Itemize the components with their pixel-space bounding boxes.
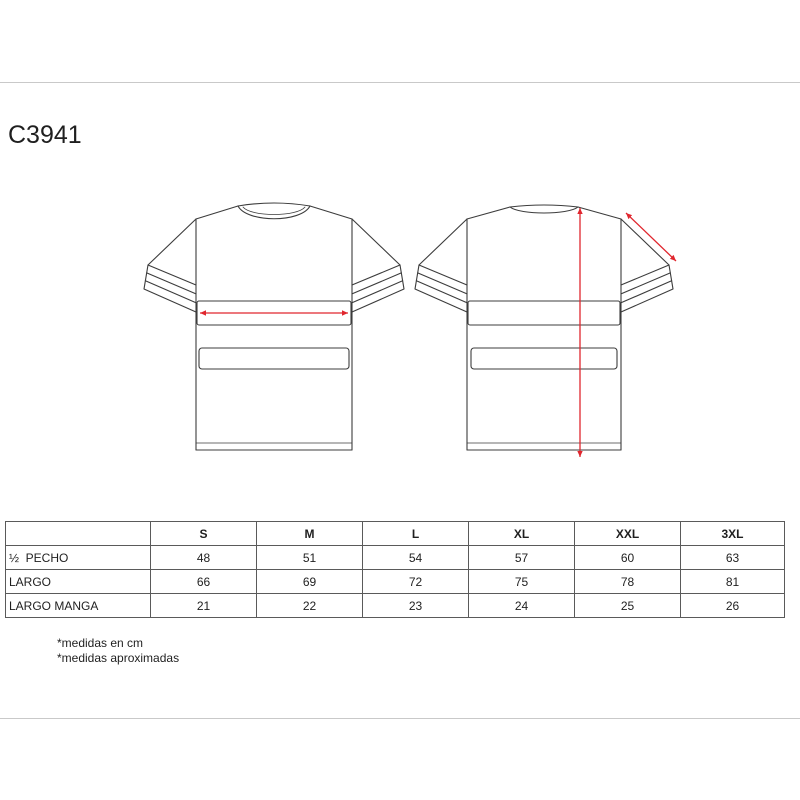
size-chart-table: S M L XL XXL 3XL ½ PECHO 48 51 54 57 60 … bbox=[5, 521, 785, 618]
header-size-xxl: XXL bbox=[574, 521, 681, 546]
product-code-title: C3941 bbox=[8, 121, 82, 149]
table-row-length: LARGO 66 69 72 75 78 81 bbox=[5, 569, 785, 594]
row-label: ½ PECHO bbox=[5, 545, 151, 570]
table-cell: 60 bbox=[574, 545, 681, 570]
sleeve-cuff-band-line bbox=[147, 264, 197, 286]
sleeve-reflective-stripe bbox=[415, 272, 468, 304]
table-cell: 57 bbox=[468, 545, 575, 570]
header-size-m: M bbox=[256, 521, 363, 546]
table-cell: 69 bbox=[256, 569, 363, 594]
table-cell: 66 bbox=[150, 569, 257, 594]
back-neckline bbox=[237, 202, 311, 207]
sleeve-length-measure-arrow bbox=[625, 212, 677, 262]
table-cell: 23 bbox=[362, 593, 469, 618]
table-cell: 26 bbox=[680, 593, 785, 618]
table-row-sleeve-length: LARGO MANGA 21 22 23 24 25 26 bbox=[5, 593, 785, 618]
body-sides bbox=[466, 218, 622, 451]
sleeve-outline bbox=[414, 218, 468, 313]
bottom-divider bbox=[0, 718, 800, 719]
table-cell: 22 bbox=[256, 593, 363, 618]
table-cell: 24 bbox=[468, 593, 575, 618]
top-divider bbox=[0, 82, 800, 83]
table-cell: 51 bbox=[256, 545, 363, 570]
table-cell: 63 bbox=[680, 545, 785, 570]
sleeve-cuff-band-line bbox=[351, 264, 401, 286]
sleeve-cuff-band-line bbox=[620, 264, 670, 286]
body-sides bbox=[195, 218, 353, 451]
row-label: LARGO MANGA bbox=[5, 593, 151, 618]
sleeve-outline bbox=[143, 218, 197, 313]
back-collar bbox=[509, 204, 579, 214]
front-body bbox=[195, 205, 353, 451]
waist-reflective-stripe bbox=[470, 347, 618, 370]
table-cell: 54 bbox=[362, 545, 469, 570]
back-neck-top bbox=[509, 204, 579, 208]
header-size-s: S bbox=[150, 521, 257, 546]
shoulder-seams bbox=[466, 206, 622, 220]
header-size-l: L bbox=[362, 521, 469, 546]
collar-rib bbox=[242, 206, 306, 215]
sleeve-cuff-band-line bbox=[418, 264, 468, 286]
table-cell: 21 bbox=[150, 593, 257, 618]
table-cell: 75 bbox=[468, 569, 575, 594]
front-neckline bbox=[237, 205, 311, 220]
back-body bbox=[466, 206, 622, 451]
row-label: LARGO bbox=[5, 569, 151, 594]
table-row-half-chest: ½ PECHO 48 51 54 57 60 63 bbox=[5, 545, 785, 570]
front-left-sleeve bbox=[143, 218, 197, 313]
footnotes: *medidas en cm *medidas aproximadas bbox=[57, 636, 179, 666]
front-collar bbox=[237, 202, 311, 220]
header-corner-cell bbox=[5, 521, 151, 546]
sleeve-reflective-stripe bbox=[351, 272, 404, 304]
chest-reflective-stripe bbox=[467, 300, 621, 326]
back-neck-band bbox=[509, 206, 579, 214]
sleeve-reflective-stripe bbox=[620, 272, 673, 304]
tshirt-back-drawing bbox=[414, 204, 677, 457]
footnote-units: *medidas en cm bbox=[57, 636, 144, 650]
shoulder-seams bbox=[195, 205, 353, 220]
tshirt-front-drawing bbox=[143, 202, 405, 451]
table-header-row: S M L XL XXL 3XL bbox=[5, 521, 785, 546]
footnote-approximate: *medidas aproximadas bbox=[57, 651, 180, 665]
waist-reflective-stripe bbox=[198, 347, 350, 370]
back-left-sleeve bbox=[414, 218, 468, 313]
table-cell: 25 bbox=[574, 593, 681, 618]
table-cell: 78 bbox=[574, 569, 681, 594]
sleeve-outline bbox=[351, 218, 405, 313]
front-right-sleeve bbox=[351, 218, 405, 313]
table-cell: 72 bbox=[362, 569, 469, 594]
table-cell: 81 bbox=[680, 569, 785, 594]
header-size-xl: XL bbox=[468, 521, 575, 546]
table-cell: 48 bbox=[150, 545, 257, 570]
header-size-3xl: 3XL bbox=[680, 521, 785, 546]
sleeve-reflective-stripe bbox=[144, 272, 197, 304]
